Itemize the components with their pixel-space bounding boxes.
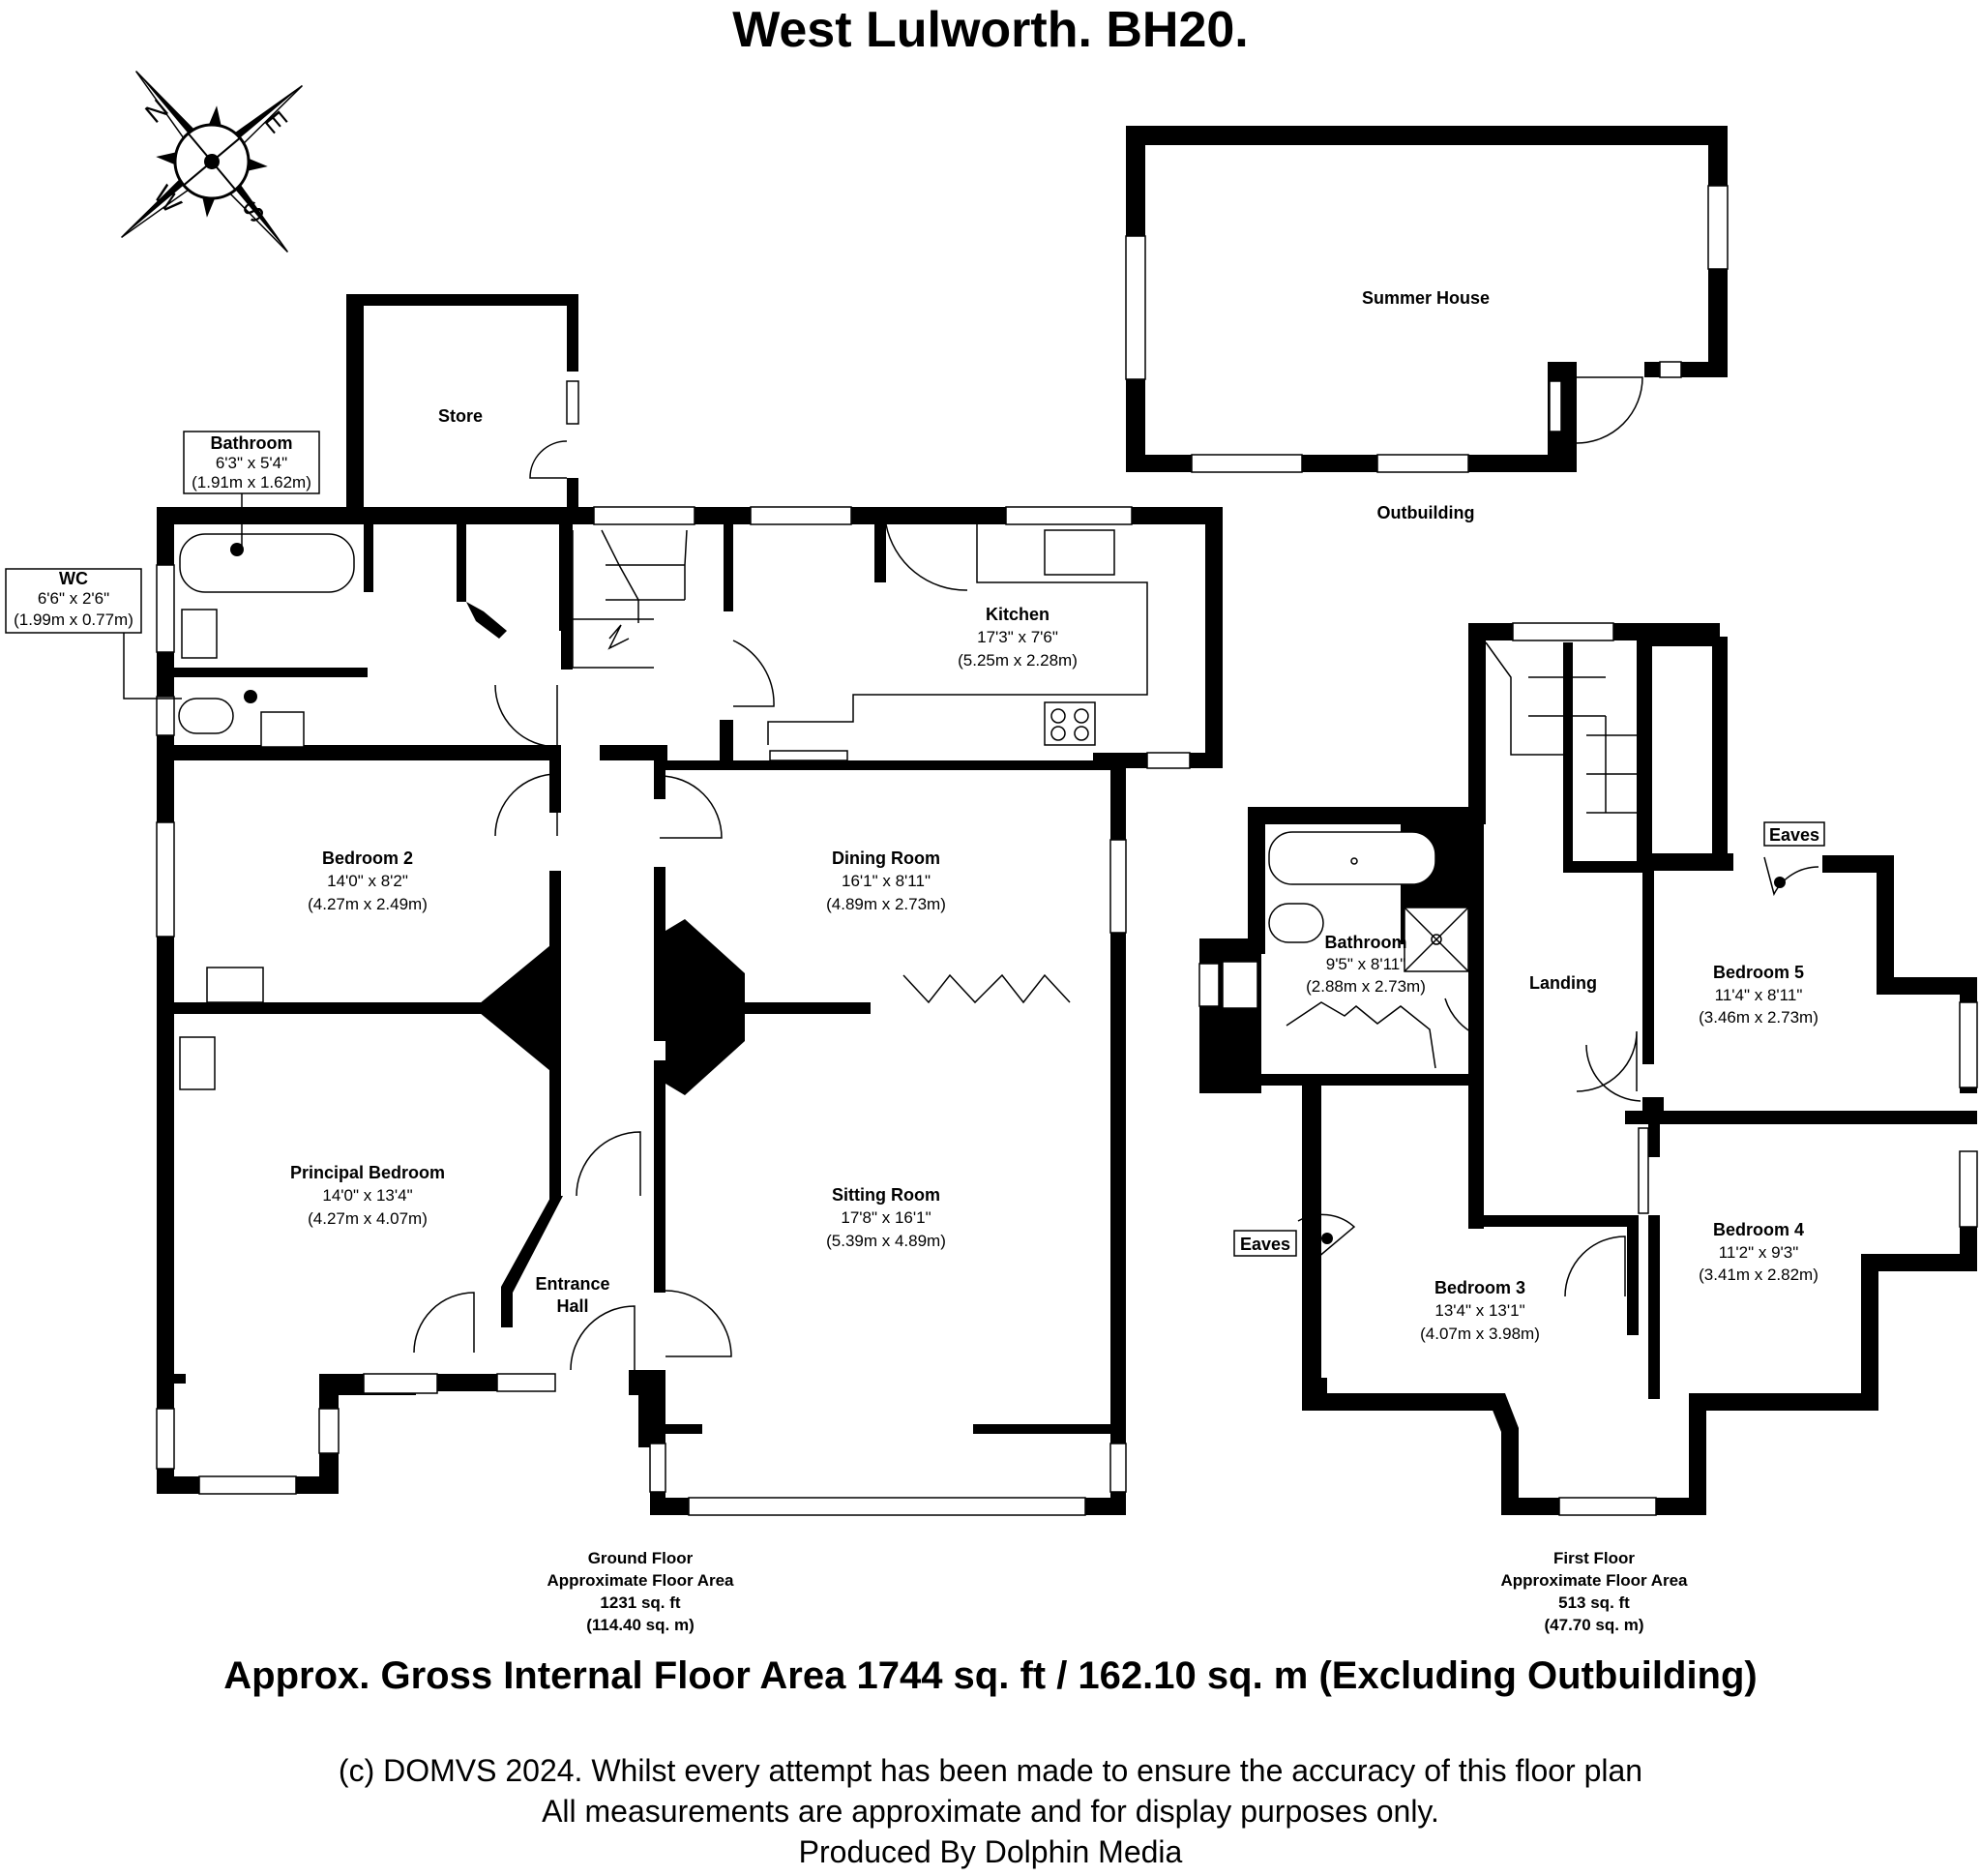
gf-caption-1: Ground Floor <box>588 1549 694 1567</box>
bedroom3-label: Bedroom 3 <box>1434 1278 1525 1297</box>
ground-floor-windows <box>156 380 1191 1516</box>
bedroom4-label: Bedroom 4 <box>1713 1220 1804 1239</box>
ff-bathroom-label: Bathroom <box>1325 933 1407 952</box>
bedroom5-label: Bedroom 5 <box>1713 963 1804 982</box>
entrance-label-1: Entrance <box>535 1274 609 1294</box>
gf-caption-2: Approximate Floor Area <box>547 1571 734 1590</box>
gf-bathroom-imperial: 6'3" x 5'4" <box>216 454 287 472</box>
bedroom4-imperial: 11'2" x 9'3" <box>1719 1243 1799 1262</box>
entrance-label-2: Hall <box>556 1296 588 1316</box>
bedroom2-metric: (4.27m x 2.49m) <box>308 895 428 913</box>
kitchen-label: Kitchen <box>986 605 1050 624</box>
compass-e: E <box>258 105 293 138</box>
page-title: West Lulworth. BH20. <box>732 2 1249 58</box>
disclaimer-line-3: Produced By Dolphin Media <box>798 1834 1183 1869</box>
dining-label: Dining Room <box>832 849 940 868</box>
bedroom3-imperial: 13'4" x 13'1" <box>1434 1301 1524 1320</box>
compass-n: N <box>139 93 173 129</box>
ff-caption-4: (47.70 sq. m) <box>1545 1616 1644 1634</box>
sitting-imperial: 17'8" x 16'1" <box>841 1208 931 1227</box>
summer-house-label: Summer House <box>1362 288 1490 308</box>
gf-bathroom-label: Bathroom <box>211 433 293 453</box>
eaves-callout-a <box>1763 821 1825 847</box>
wc-imperial: 6'6" x 2'6" <box>38 589 109 608</box>
gf-caption-3: 1231 sq. ft <box>600 1593 680 1612</box>
sitting-metric: (5.39m x 4.89m) <box>826 1232 946 1250</box>
bedroom2-imperial: 14'0" x 8'2" <box>327 872 408 890</box>
bedroom3-metric: (4.07m x 3.98m) <box>1420 1325 1540 1343</box>
first-floor-walls <box>1199 623 1977 1515</box>
bedroom2-label: Bedroom 2 <box>322 849 413 868</box>
sitting-label: Sitting Room <box>832 1185 940 1205</box>
disclaimer-line-2: All measurements are approximate and for… <box>542 1794 1439 1829</box>
ground-floor-doors <box>413 440 968 1371</box>
outbuilding-walls <box>1125 126 1729 473</box>
kitchen-imperial: 17'3" x 7'6" <box>977 628 1058 646</box>
gf-bathroom-metric: (1.91m x 1.62m) <box>192 473 311 491</box>
landing-label: Landing <box>1529 973 1597 993</box>
compass-rose-icon: N E S W <box>121 71 303 253</box>
principal-metric: (4.27m x 4.07m) <box>308 1209 428 1228</box>
ff-caption-1: First Floor <box>1553 1549 1635 1567</box>
wc-metric: (1.99m x 0.77m) <box>14 610 133 629</box>
bedroom4-metric: (3.41m x 2.82m) <box>1699 1266 1818 1284</box>
ff-bathroom-metric: (2.88m x 2.73m) <box>1306 977 1426 996</box>
eaves-label-b: Eaves <box>1240 1235 1290 1254</box>
gross-area: Approx. Gross Internal Floor Area 1744 s… <box>223 1654 1758 1697</box>
ff-caption-3: 513 sq. ft <box>1558 1593 1630 1612</box>
bathroom-callout <box>183 431 320 494</box>
first-floor-doors <box>1444 998 1641 1297</box>
bedroom5-imperial: 11'4" x 8'11" <box>1715 986 1803 1004</box>
bedroom5-metric: (3.46m x 2.73m) <box>1699 1008 1818 1027</box>
gf-caption-4: (114.40 sq. m) <box>586 1616 695 1634</box>
wc-callout <box>5 568 142 634</box>
ff-bathroom-imperial: 9'5" x 8'11" <box>1326 955 1406 973</box>
first-floor-windows <box>1198 622 1978 1516</box>
eaves-callout-b <box>1233 1230 1297 1257</box>
dining-imperial: 16'1" x 8'11" <box>842 872 931 890</box>
dining-metric: (4.89m x 2.73m) <box>826 895 946 913</box>
kitchen-metric: (5.25m x 2.28m) <box>958 651 1078 670</box>
disclaimer-line-1: (c) DOMVS 2024. Whilst every attempt has… <box>338 1753 1643 1788</box>
principal-imperial: 14'0" x 13'4" <box>322 1186 412 1205</box>
eaves-label-a: Eaves <box>1769 825 1819 845</box>
first-floor-fixtures <box>1222 641 1819 1259</box>
store-label: Store <box>438 406 483 426</box>
wc-label: WC <box>59 569 88 588</box>
ff-caption-2: Approximate Floor Area <box>1500 1571 1688 1590</box>
principal-label: Principal Bedroom <box>290 1163 445 1182</box>
ground-floor-fixtures <box>178 524 1148 1090</box>
outbuilding-label: Outbuilding <box>1377 503 1475 522</box>
